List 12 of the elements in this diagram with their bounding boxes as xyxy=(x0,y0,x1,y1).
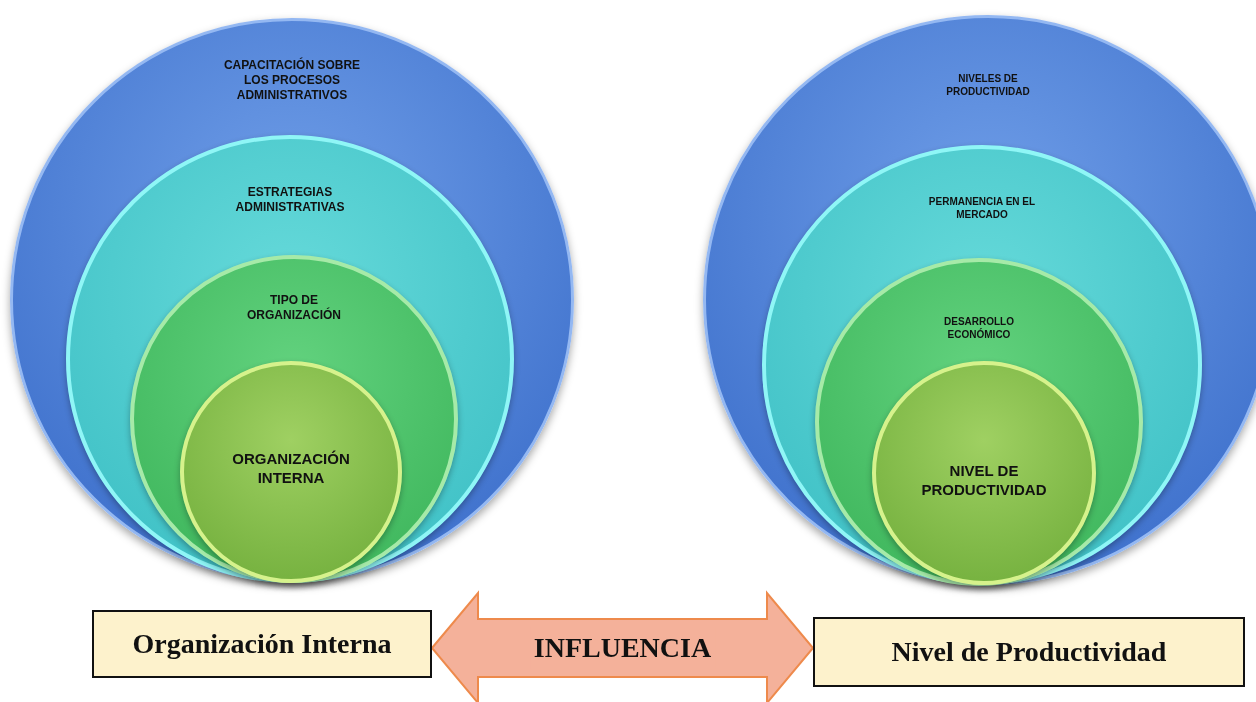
title-box xyxy=(813,617,1245,687)
circle-label: NIVEL DE PRODUCTIVIDAD xyxy=(920,462,1048,500)
circle-label: ESTRATEGIAS ADMINISTRATIVAS xyxy=(234,185,346,215)
circle-label: ORGANIZACIÓN INTERNA xyxy=(231,450,351,488)
circle-label: CAPACITACIÓN SOBRE LOS PROCESOS ADMINISTRATIVOS xyxy=(222,58,362,103)
circle-label: DESARROLLO ECONÓMICO xyxy=(943,316,1015,341)
circle-label: NIVELES DE PRODUCTIVIDAD xyxy=(945,73,1031,98)
title-box xyxy=(92,610,432,678)
circle-label: PERMANENCIA EN EL MERCADO xyxy=(927,196,1037,221)
box-title: Nivel de Productividad xyxy=(891,635,1167,669)
box-title: Organización Interna xyxy=(132,627,392,661)
circle-label: TIPO DE ORGANIZACIÓN xyxy=(246,293,342,323)
